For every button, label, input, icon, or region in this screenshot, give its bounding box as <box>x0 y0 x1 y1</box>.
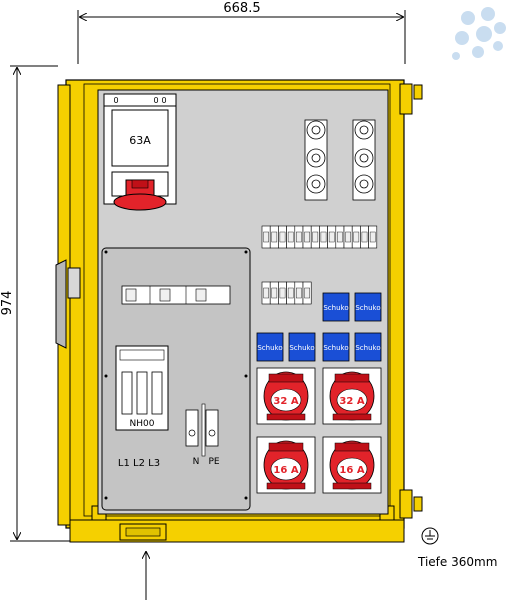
main-switch: 0 0 0 63A <box>103 93 177 211</box>
fuse-holders <box>304 119 376 201</box>
terminal <box>327 225 337 249</box>
schuko-label: Schuko <box>257 344 282 352</box>
fuse-label: NH00 <box>130 419 155 429</box>
brand-logo <box>452 7 506 60</box>
terminal <box>302 225 312 249</box>
terminal-pe-label: PE <box>208 457 219 467</box>
terminal <box>368 225 378 249</box>
schuko-label: Schuko <box>289 344 314 352</box>
cee-socket-label: 32 A <box>339 396 364 407</box>
main-switch-knob <box>113 179 167 211</box>
fuse-holder <box>306 120 326 140</box>
main-switch-label: 63A <box>129 134 151 147</box>
width-label: 668.5 <box>223 1 260 16</box>
n-pe-terminals: N PE <box>185 403 220 467</box>
depth-label: Tiefe 360mm <box>417 555 497 569</box>
main-switch-mark-3: 0 <box>161 96 166 105</box>
cee-socket: 32 A <box>256 367 316 425</box>
terminal <box>294 281 304 305</box>
cee-socket: 16 A <box>322 436 382 494</box>
terminal <box>286 225 296 249</box>
height-label: 974 <box>0 291 15 316</box>
fuse-holder <box>354 174 374 194</box>
schuko-socket: Schuko <box>354 292 382 322</box>
schuko-label: Schuko <box>323 304 348 312</box>
terminal <box>261 281 271 305</box>
fuse-holder <box>306 148 326 168</box>
terminal <box>302 281 312 305</box>
schuko-socket: Schuko <box>288 332 316 362</box>
terminal <box>261 225 271 249</box>
schuko-label: Schuko <box>323 344 348 352</box>
schuko-socket: Schuko <box>322 332 350 362</box>
terminal <box>286 281 296 305</box>
terminal <box>335 225 345 249</box>
cee-socket-label: 16 A <box>339 465 364 476</box>
terminal-n-label: N <box>193 457 200 467</box>
terminal <box>278 281 287 305</box>
main-switch-mark-1: 0 <box>113 96 118 105</box>
cee-socket: 16 A <box>256 436 316 494</box>
fuse-holder <box>354 148 374 168</box>
terminal <box>360 225 369 249</box>
schuko-label: Schuko <box>355 304 380 312</box>
cee-socket-label: 32 A <box>273 396 298 407</box>
schuko-socket: Schuko <box>256 332 284 362</box>
terminal <box>319 225 328 249</box>
lower-cover: NH00 L1 L2 L3 N PE <box>101 247 251 511</box>
terminal <box>343 225 353 249</box>
door-handle <box>55 259 81 349</box>
terminal <box>310 225 320 249</box>
terminal <box>278 225 287 249</box>
cee-socket-label: 16 A <box>273 465 298 476</box>
cee-socket: 32 A <box>322 367 382 425</box>
fuse-holder <box>306 174 326 194</box>
terminal <box>294 225 304 249</box>
phase-labels: L1 L2 L3 <box>118 458 160 469</box>
terminal-block-top <box>261 225 378 249</box>
terminal <box>351 225 361 249</box>
fuse-holder <box>354 120 374 140</box>
terminal-block-mid <box>261 281 312 305</box>
breaker-row <box>121 285 231 305</box>
width-dimension: 668.5 <box>77 1 406 64</box>
schuko-socket: Schuko <box>354 332 382 362</box>
terminal <box>269 281 279 305</box>
main-switch-mark-2: 0 <box>153 96 158 105</box>
height-dimension: 974 <box>0 65 70 542</box>
schuko-label: Schuko <box>355 344 380 352</box>
schuko-socket: Schuko <box>322 292 350 322</box>
cee-sockets: 32 A 32 A 16 A 16 A <box>256 367 382 494</box>
cable-entry <box>119 523 167 600</box>
terminal <box>269 225 279 249</box>
nh00-fuse: NH00 <box>115 345 169 431</box>
ground-symbol <box>421 527 439 545</box>
